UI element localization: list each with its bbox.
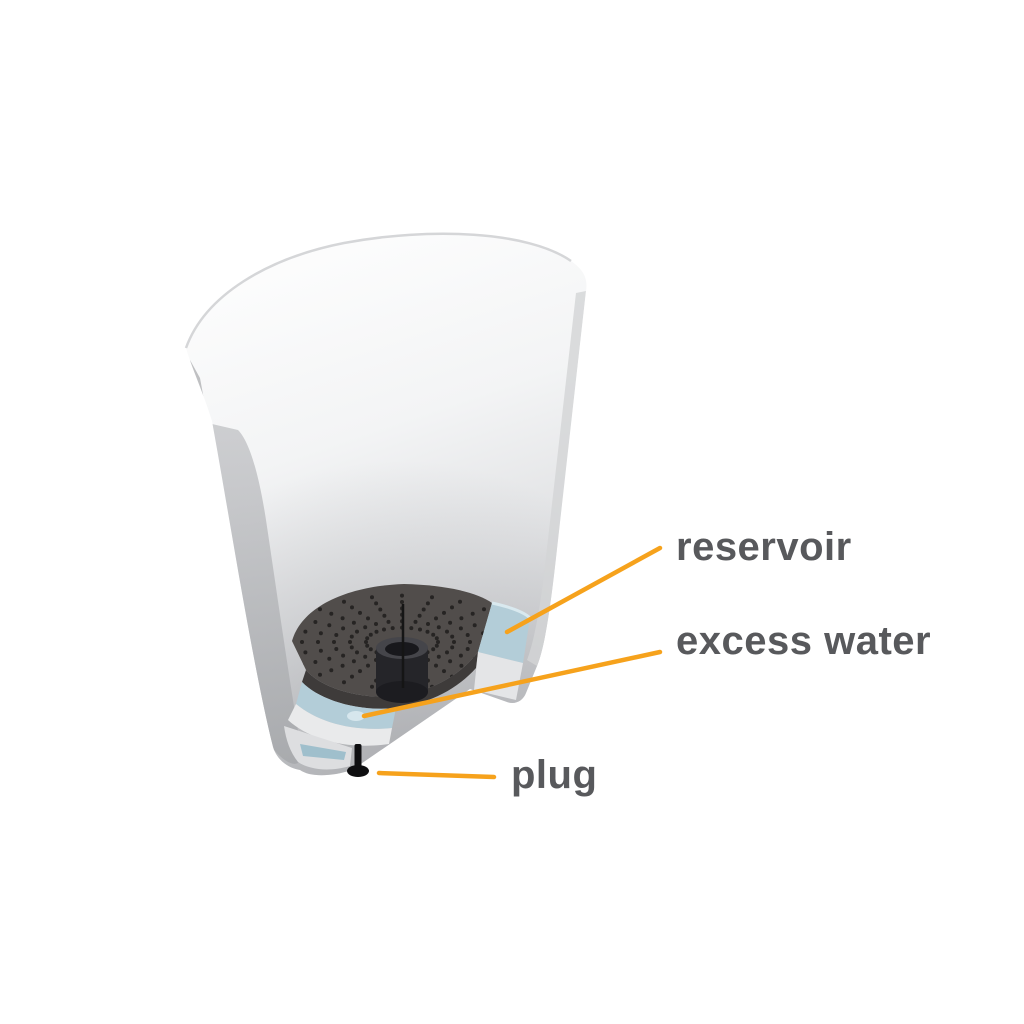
plug-label: plug xyxy=(511,753,598,797)
reservoir-water xyxy=(478,603,530,663)
excess-water-highlight xyxy=(347,711,365,721)
grate-underside xyxy=(302,652,478,709)
center-tube xyxy=(376,604,428,703)
base-gap-water xyxy=(300,744,346,760)
excess-water-fill xyxy=(296,682,396,729)
pot-base-band xyxy=(288,704,392,746)
reservoir-water-edge xyxy=(491,601,532,620)
pot-rim-edge xyxy=(184,232,572,349)
reservoir-leader-line xyxy=(504,545,663,635)
plug-leader-line xyxy=(376,770,497,780)
reservoir-label: reservoir xyxy=(676,525,852,569)
excess-water-leader-line xyxy=(361,649,663,719)
drain-plug xyxy=(347,744,369,777)
excess-water-label: excess water xyxy=(676,619,932,663)
